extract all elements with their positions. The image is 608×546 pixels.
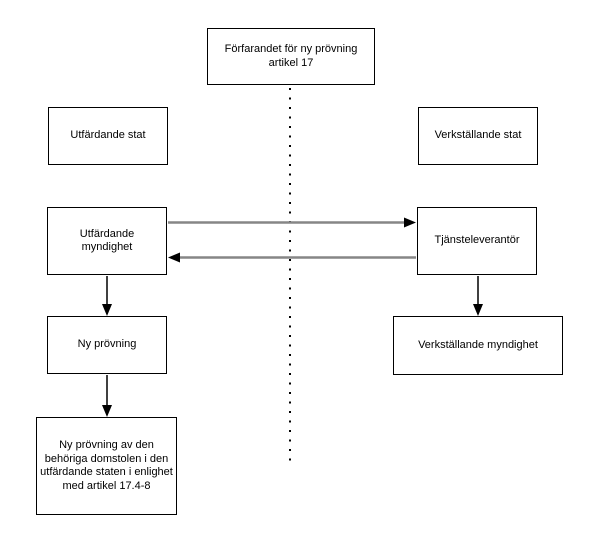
box-executing-state: Verkställande stat bbox=[418, 107, 538, 165]
arrow-service-provider-to-issuing-authority bbox=[168, 252, 416, 263]
box-procedure-title: Förfarandet för ny prövning artikel 17 bbox=[207, 28, 375, 85]
arrow-issuing-authority-to-service-provider bbox=[168, 217, 416, 228]
procedure-title-label: Förfarandet för ny prövning artikel 17 bbox=[224, 43, 358, 69]
arrow-service-provider-to-executing-authority bbox=[473, 276, 483, 316]
arrow-new-review-to-review-detail bbox=[102, 375, 112, 417]
box-review-detail: Ny prövning av den behöriga domstolen i … bbox=[36, 417, 177, 515]
service-provider-label: Tjänsteleverantör bbox=[434, 234, 520, 247]
box-issuing-state: Utfärdande stat bbox=[48, 107, 168, 165]
review-detail-label: Ny prövning av den behöriga domstolen i … bbox=[40, 439, 173, 492]
box-new-review: Ny prövning bbox=[47, 316, 167, 374]
box-issuing-authority: Utfärdande myndighet bbox=[47, 207, 167, 275]
arrow-issuing-authority-to-new-review bbox=[102, 276, 112, 316]
issuing-state-label: Utfärdande stat bbox=[70, 129, 146, 142]
executing-state-label: Verkställande stat bbox=[434, 129, 522, 142]
box-executing-authority: Verkställande myndighet bbox=[393, 316, 563, 375]
new-review-label: Ny prövning bbox=[77, 338, 137, 351]
issuing-authority-label: Utfärdande myndighet bbox=[79, 227, 135, 254]
executing-authority-label: Verkställande myndighet bbox=[418, 338, 538, 351]
box-service-provider: Tjänsteleverantör bbox=[417, 207, 537, 275]
